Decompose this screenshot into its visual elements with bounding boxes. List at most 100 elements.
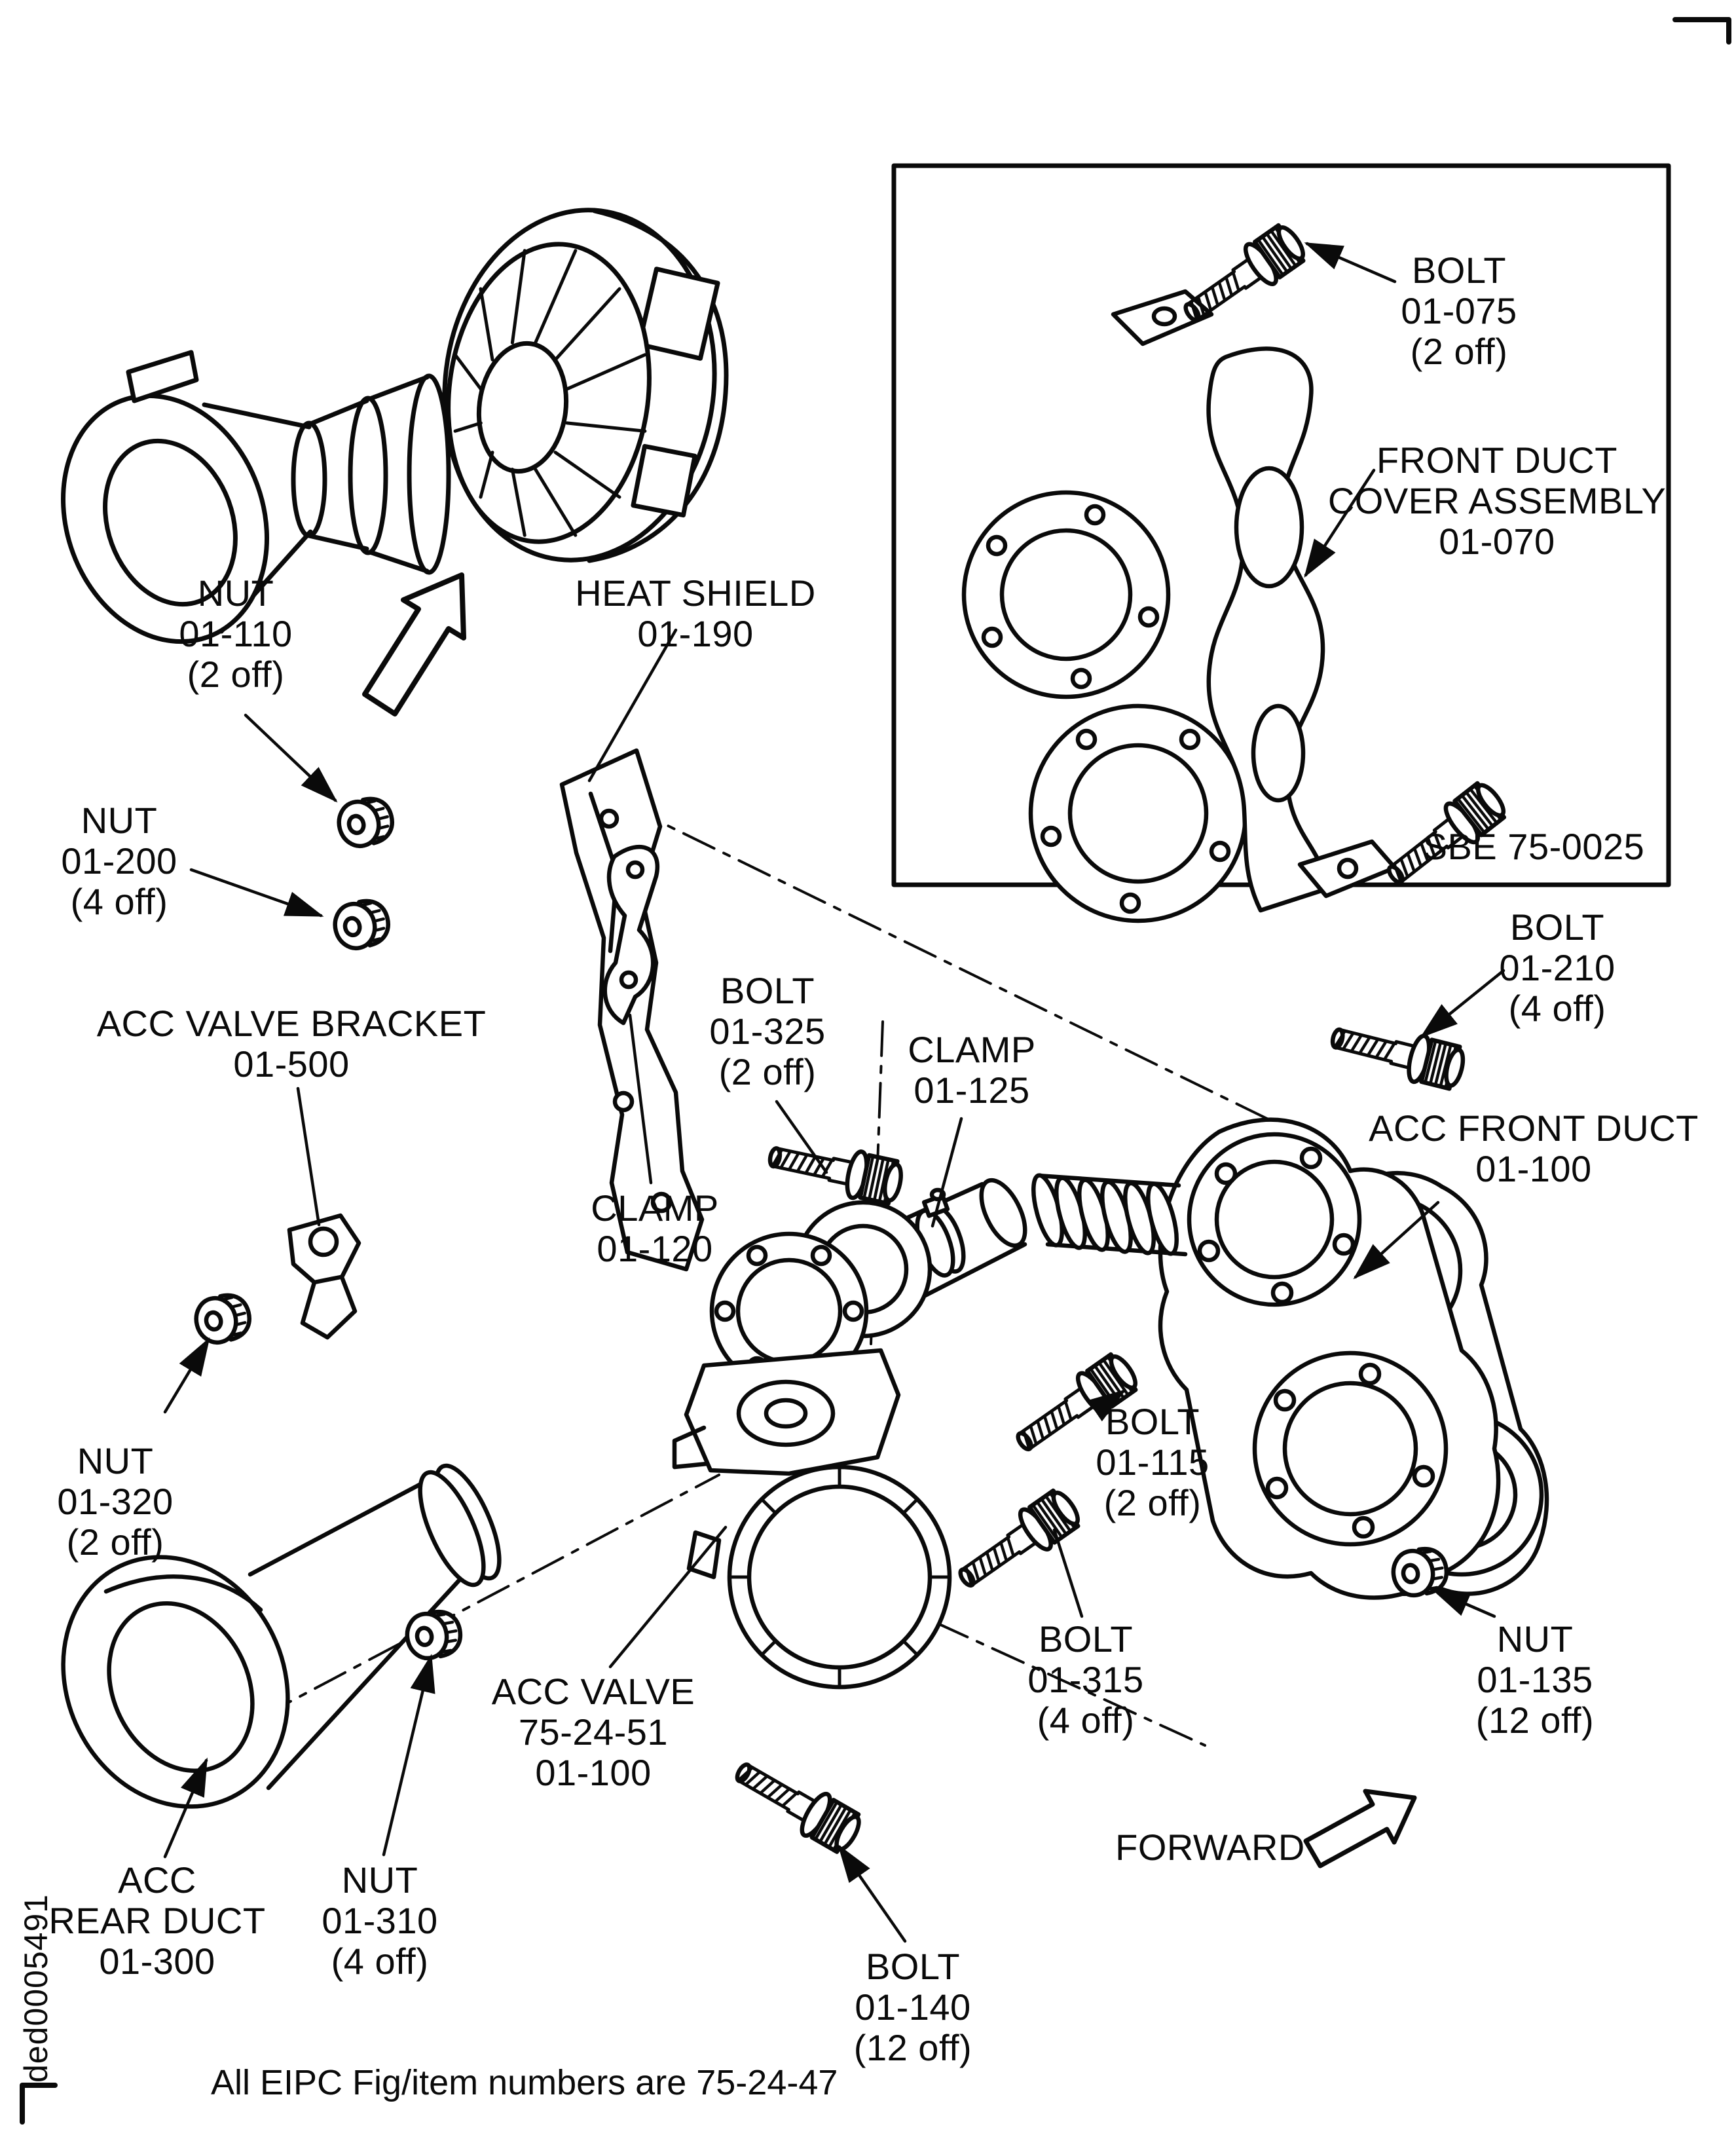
- label-line: HEAT SHIELD: [575, 572, 816, 614]
- label-line: 01-070: [1439, 521, 1555, 562]
- acc-front-duct-part: [1158, 1117, 1549, 1600]
- label-line: (4 off): [1508, 988, 1606, 1029]
- bolt-01-210-part: [1327, 1014, 1467, 1092]
- label-line: (2 off): [66, 1521, 164, 1563]
- label-line: BOLT: [1411, 250, 1507, 291]
- label-line: (12 off): [1475, 1700, 1595, 1741]
- label-acc-rear-duct: ACC REAR DUCT 01-300: [48, 1860, 265, 1982]
- label-line: 01-075: [1401, 290, 1517, 331]
- label-line: 01-135: [1477, 1659, 1593, 1700]
- label-line: (2 off): [187, 654, 285, 695]
- label-line: NUT: [1496, 1618, 1574, 1660]
- bolt-01-325-part: [766, 1133, 905, 1206]
- label-clamp-01-120: CLAMP 01-120: [591, 1188, 718, 1269]
- label-line: (4 off): [1037, 1700, 1135, 1741]
- label-line: 01-115: [1096, 1441, 1210, 1483]
- label-line: 01-315: [1027, 1659, 1144, 1700]
- label-line: CLAMP: [908, 1029, 1036, 1070]
- clamp-01-120-part: [602, 844, 659, 1026]
- acc-valve-part: [672, 1173, 1188, 1690]
- label-line: (12 off): [853, 2027, 972, 2068]
- label-line: ACC VALVE BRACKET: [96, 1003, 487, 1044]
- forward-arrow: [1303, 1789, 1417, 1868]
- nut-01-200-part: [331, 897, 393, 953]
- leader-lines: [163, 242, 1505, 1943]
- label-line: 01-190: [637, 613, 754, 654]
- inset-front-duct-cover: [891, 163, 1671, 923]
- bolt-01-140-part: [728, 1750, 866, 1857]
- label-line: 01-100: [1475, 1148, 1592, 1189]
- label-line: FORWARD: [1115, 1827, 1305, 1868]
- label-front-duct-cover-assembly: FRONT DUCT COVER ASSEMBLY 01-070: [1328, 440, 1666, 562]
- label-line: (4 off): [331, 1941, 429, 1982]
- nut-01-110-part: [335, 794, 397, 851]
- nut-01-320-part: [192, 1291, 254, 1347]
- label-line: ACC VALVE: [491, 1671, 695, 1712]
- label-line: NUT: [81, 800, 158, 841]
- label-line: 01-110: [179, 613, 293, 654]
- label-nut-01-110: NUT 01-110 (2 off): [179, 573, 292, 695]
- label-line: BOLT: [720, 970, 815, 1011]
- cover-strap: [1111, 289, 1397, 913]
- label-bolt-01-115: BOLT 01-115 (2 off): [1096, 1402, 1209, 1523]
- label-line: (2 off): [718, 1051, 817, 1092]
- label-line: (2 off): [1410, 331, 1508, 372]
- label-line: 01-125: [914, 1069, 1030, 1111]
- corner-mark-bottom-left: [20, 2083, 58, 2125]
- label-forward: FORWARD: [1115, 1827, 1305, 1868]
- label-line: 01-210: [1499, 947, 1616, 988]
- acc-valve-bracket-part: [287, 1213, 361, 1340]
- label-bolt-01-315: BOLT 01-315 (4 off): [1027, 1619, 1143, 1741]
- label-nut-01-310: NUT 01-310 (4 off): [322, 1860, 437, 1982]
- label-line: ACC: [118, 1859, 196, 1901]
- label-line: SBE 75-0025: [1422, 826, 1645, 867]
- label-heat-shield: HEAT SHIELD 01-190: [575, 573, 816, 654]
- label-line: (2 off): [1103, 1482, 1202, 1523]
- label-line: 01-500: [233, 1043, 350, 1085]
- label-acc-valve-bracket: ACC VALVE BRACKET 01-500: [97, 1003, 487, 1085]
- fan-blades: [453, 249, 647, 537]
- label-nut-01-135: NUT 01-135 (12 off): [1476, 1619, 1594, 1741]
- label-line: ACC FRONT DUCT: [1369, 1107, 1699, 1149]
- label-line: NUT: [341, 1859, 418, 1901]
- label-acc-valve: ACC VALVE 75-24-51 01-100: [492, 1671, 695, 1793]
- location-arrow: [362, 572, 466, 716]
- nut-01-310-part: [404, 1608, 464, 1662]
- label-line: 01-140: [855, 1986, 971, 2028]
- label-line: 01-120: [597, 1228, 713, 1269]
- corner-mark-top-right: [1672, 17, 1731, 45]
- label-line: BOLT: [865, 1946, 961, 1987]
- footer-note: All EIPC Fig/item numbers are 75-24-47: [211, 2063, 838, 2102]
- label-line: 01-320: [57, 1481, 174, 1522]
- label-bolt-01-210: BOLT 01-210 (4 off): [1499, 907, 1615, 1029]
- label-bolt-01-325: BOLT 01-325 (2 off): [709, 971, 825, 1092]
- label-line: BOLT: [1038, 1618, 1134, 1660]
- label-line: (4 off): [70, 881, 168, 922]
- label-line: BOLT: [1509, 906, 1605, 948]
- label-line: NUT: [77, 1440, 154, 1481]
- label-acc-front-duct: ACC FRONT DUCT 01-100: [1369, 1108, 1699, 1189]
- bolt-01-315-part: [950, 1485, 1085, 1599]
- label-bolt-01-075: BOLT 01-075 (2 off): [1401, 250, 1517, 372]
- label-line: NUT: [197, 572, 274, 614]
- label-line: COVER ASSEMBLY: [1327, 480, 1667, 521]
- label-line: 01-325: [709, 1011, 826, 1052]
- label-line: REAR DUCT: [48, 1900, 266, 1941]
- label-line: BOLT: [1105, 1401, 1200, 1442]
- label-bolt-01-140: BOLT 01-140 (12 off): [854, 1946, 972, 2068]
- label-nut-01-200: NUT 01-200 (4 off): [61, 800, 177, 922]
- label-inset-reference: SBE 75-0025: [1423, 827, 1645, 867]
- label-nut-01-320: NUT 01-320 (2 off): [57, 1441, 173, 1563]
- label-clamp-01-125: CLAMP 01-125: [908, 1030, 1035, 1111]
- label-line: 75-24-51: [518, 1711, 669, 1753]
- label-line: 01-200: [61, 840, 177, 882]
- acc-rear-duct-part: [61, 1463, 502, 1809]
- label-line: 01-310: [322, 1900, 438, 1941]
- label-line: FRONT DUCT: [1376, 439, 1617, 481]
- engine-illustration: [60, 208, 729, 716]
- document-number: ded0005491: [18, 1893, 54, 2083]
- label-line: 01-300: [99, 1941, 215, 1982]
- label-line: CLAMP: [591, 1187, 719, 1229]
